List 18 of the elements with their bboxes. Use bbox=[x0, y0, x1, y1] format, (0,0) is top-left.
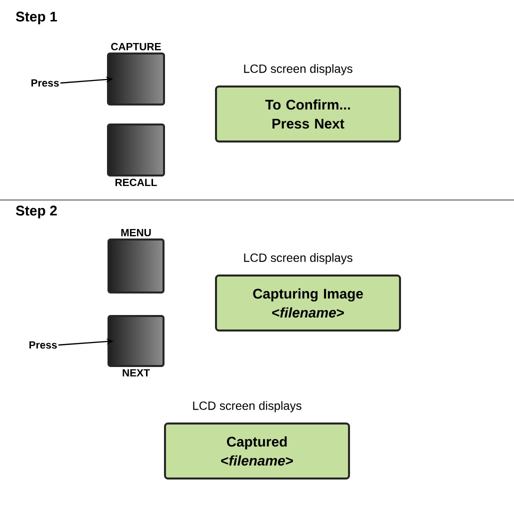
node-label: RECALL bbox=[115, 178, 157, 186]
lcd-screen: Captured <filename> bbox=[164, 422, 350, 480]
button: CAPTURE bbox=[107, 42, 165, 106]
step-heading: Step 1 bbox=[16, 12, 57, 24]
node-label: NEXT bbox=[122, 369, 150, 376]
button: MENU bbox=[108, 229, 164, 294]
step-heading: Step 2 bbox=[16, 206, 57, 218]
button: RECALL bbox=[107, 124, 165, 186]
press-label: Press bbox=[29, 341, 57, 349]
caption-text: LCD screen displays bbox=[244, 253, 352, 264]
caption-text: LCD screen displays bbox=[244, 64, 352, 76]
caption-text: LCD screen displays bbox=[193, 401, 302, 412]
node-label: CAPTURE bbox=[111, 42, 161, 50]
node-label: MENU bbox=[121, 229, 151, 236]
button: NEXT bbox=[108, 315, 164, 376]
press-label: Press bbox=[31, 79, 59, 87]
lcd-screen: Capturing Image <filename> bbox=[215, 274, 401, 332]
lcd-screen: To Confirm... Press Next bbox=[215, 86, 401, 142]
